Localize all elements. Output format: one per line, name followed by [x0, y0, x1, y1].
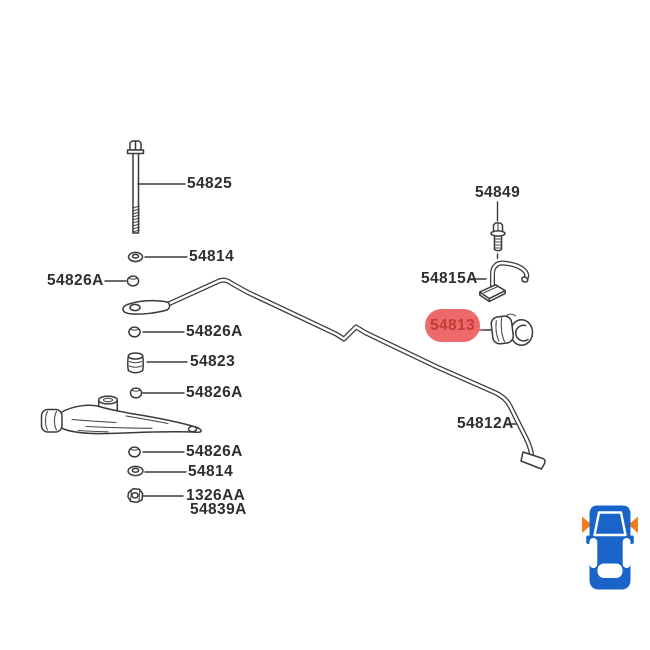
front-right-arrow-icon	[628, 516, 638, 533]
spacer-54826a-lower	[128, 446, 141, 458]
highlighted-part-label-54813[interactable]: 54813	[425, 309, 480, 342]
part-label-1326aa: 1326AA	[186, 487, 246, 504]
part-label-54826a-mid-upper: 54826A	[186, 323, 243, 340]
part-label-54839a: 54839A	[190, 501, 247, 518]
front-left-arrow-icon	[582, 516, 592, 533]
spacer-54826a-mid-lower	[129, 387, 143, 399]
right-side-window	[622, 538, 631, 568]
leader-lines	[104, 183, 521, 497]
part-label-54849: 54849	[475, 184, 521, 201]
part-label-54814-lower: 54814	[188, 463, 234, 480]
part-label-54825: 54825	[187, 175, 233, 192]
control-arm-drawing	[40, 395, 202, 435]
bolt-54825-drawing	[126, 140, 145, 234]
vehicle-orientation-icon	[582, 505, 638, 590]
rear-window	[597, 563, 623, 578]
part-label-54823: 54823	[190, 353, 236, 370]
spacer-54826a-drawings	[126, 275, 143, 458]
stabilizer-bar-54812a-drawing	[122, 277, 546, 470]
car-top-view-icon	[586, 505, 634, 590]
part-label-54814-upper: 54814	[189, 248, 235, 265]
highlighted-part-number: 54813	[429, 316, 476, 334]
spacer-54826a-mid-upper	[128, 326, 141, 338]
bushing-54813-drawing	[490, 313, 534, 347]
part-label-54815a: 54815A	[421, 270, 478, 287]
part-label-54826a-left: 54826A	[47, 272, 104, 289]
part-label-54812a: 54812A	[457, 415, 514, 432]
washer-54814-upper-drawing	[127, 251, 144, 263]
part-label-54826a-lower: 54826A	[186, 443, 243, 460]
windshield-outline	[593, 511, 627, 537]
bracket-54815a-drawing	[479, 260, 530, 303]
part-label-54826a-mid-lower: 54826A	[186, 384, 243, 401]
bar-end-foot	[520, 451, 546, 470]
spacer-54826a-left	[126, 275, 140, 287]
bushing-54823-drawing	[127, 352, 144, 374]
left-side-window	[589, 538, 598, 568]
bolt-54849-drawing	[490, 222, 506, 268]
nut-1326aa-drawing	[127, 488, 144, 504]
washer-54814-lower-drawing	[127, 465, 144, 477]
